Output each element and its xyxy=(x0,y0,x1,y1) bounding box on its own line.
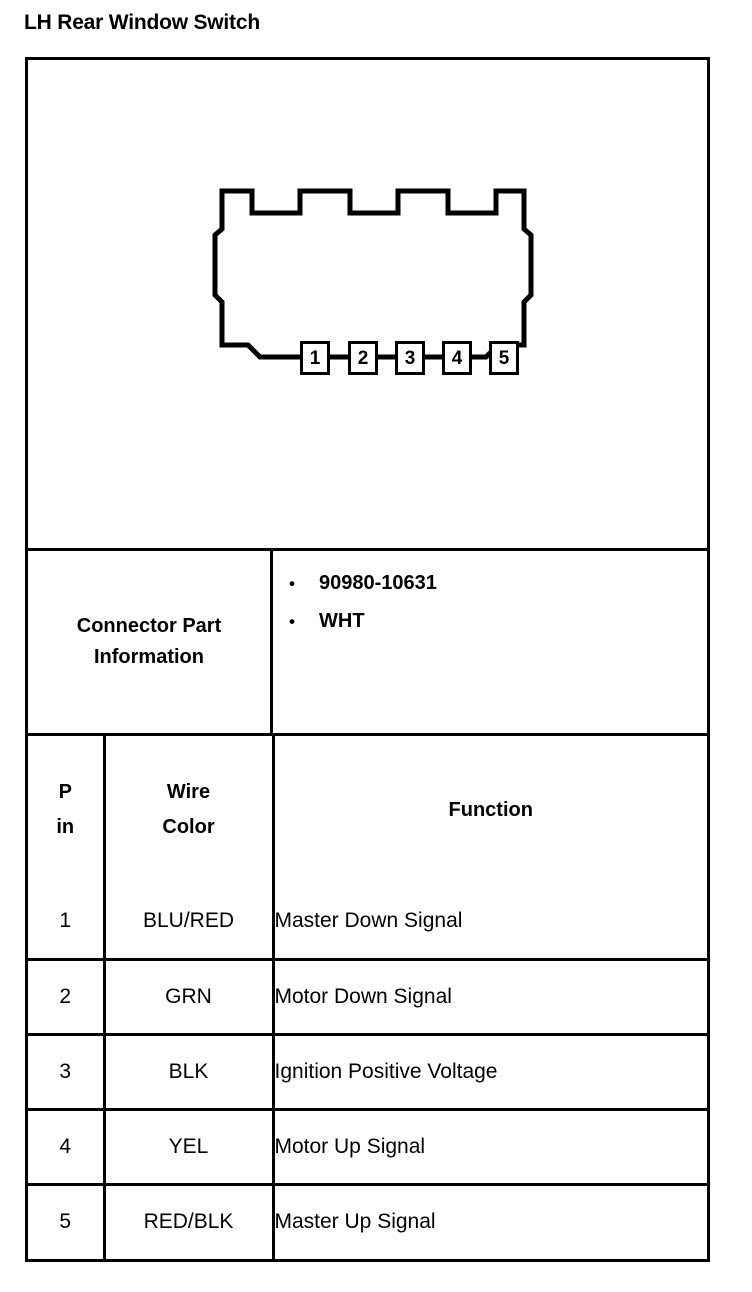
bullet-icon: • xyxy=(289,612,295,631)
column-header-function: Function xyxy=(448,798,533,821)
column-header-wire-line2: Color xyxy=(162,816,215,838)
connector-part-information-label: Connector Part Information xyxy=(28,551,273,733)
pin-box-5: 5 xyxy=(489,341,519,375)
cell-wire-color: BLU/RED xyxy=(104,884,275,961)
connector-outline-icon xyxy=(212,188,534,360)
connector-part-number-item: • 90980-10631 xyxy=(289,573,707,593)
cell-function: Master Up Signal xyxy=(274,1210,436,1234)
document-frame: 1 2 3 4 5 Connector Part Information • 9… xyxy=(25,57,710,1262)
page-title: LH Rear Window Switch xyxy=(24,11,260,34)
cell-pin: 2 xyxy=(28,959,106,1036)
connector-color-code: WHT xyxy=(319,610,365,632)
table-row: 4 YEL Motor Up Signal xyxy=(28,1109,707,1186)
pin-box-label: 5 xyxy=(498,347,510,369)
pin-assignment-table: P in Wire Color Function 1 BLU/RED Maste… xyxy=(28,736,707,1259)
cell-wire-color: YEL xyxy=(104,1109,275,1186)
cell-pin: 1 xyxy=(28,884,106,961)
cell-wire-color: BLK xyxy=(104,1034,275,1111)
pin-box-2: 2 xyxy=(348,341,378,375)
cell-function: Ignition Positive Voltage xyxy=(273,1034,707,1111)
table-row: 2 GRN Motor Down Signal xyxy=(28,959,707,1036)
pin-box-label: 3 xyxy=(404,347,416,369)
pin-box-3: 3 xyxy=(395,341,425,375)
cell-pin: 4 xyxy=(28,1109,106,1186)
pin-box-label: 2 xyxy=(357,347,369,369)
table-row: 3 BLK Ignition Positive Voltage xyxy=(28,1034,707,1111)
cell-pin: 5 xyxy=(28,1184,106,1259)
cell-wire-color: RED/BLK xyxy=(104,1184,275,1259)
column-header-pin: P in xyxy=(28,736,106,884)
column-header-wire-color: Wire Color xyxy=(104,736,275,884)
table-row: 5 RED/BLK Master Up Signal xyxy=(28,1184,707,1259)
pin-box-label: 1 xyxy=(309,347,321,369)
connector-part-information-row: Connector Part Information • 90980-10631… xyxy=(28,551,707,736)
connector-diagram-panel: 1 2 3 4 5 xyxy=(28,60,707,551)
connector-part-information-values: • 90980-10631 • WHT xyxy=(273,551,707,733)
cell-function: Motor Down Signal xyxy=(273,959,707,1036)
cell-function: Master Down Signal xyxy=(273,884,707,961)
table-header-row: P in Wire Color Function xyxy=(28,736,707,884)
column-header-pin-line2: in xyxy=(56,816,75,838)
cell-wire-color: GRN xyxy=(104,959,275,1036)
bullet-icon: • xyxy=(289,574,295,593)
pin-box-label: 4 xyxy=(451,347,463,369)
cell-pin: 3 xyxy=(28,1034,106,1111)
table-row: 1 BLU/RED Master Down Signal xyxy=(28,884,707,961)
column-header-wire-line1: Wire xyxy=(166,781,211,803)
pin-box-4: 4 xyxy=(442,341,472,375)
column-header-pin-line1: P xyxy=(58,781,72,803)
pin-box-1: 1 xyxy=(300,341,330,375)
connector-color-item: • WHT xyxy=(289,611,707,631)
cell-function: Motor Up Signal xyxy=(273,1109,707,1186)
connector-part-number: 90980-10631 xyxy=(319,572,437,594)
